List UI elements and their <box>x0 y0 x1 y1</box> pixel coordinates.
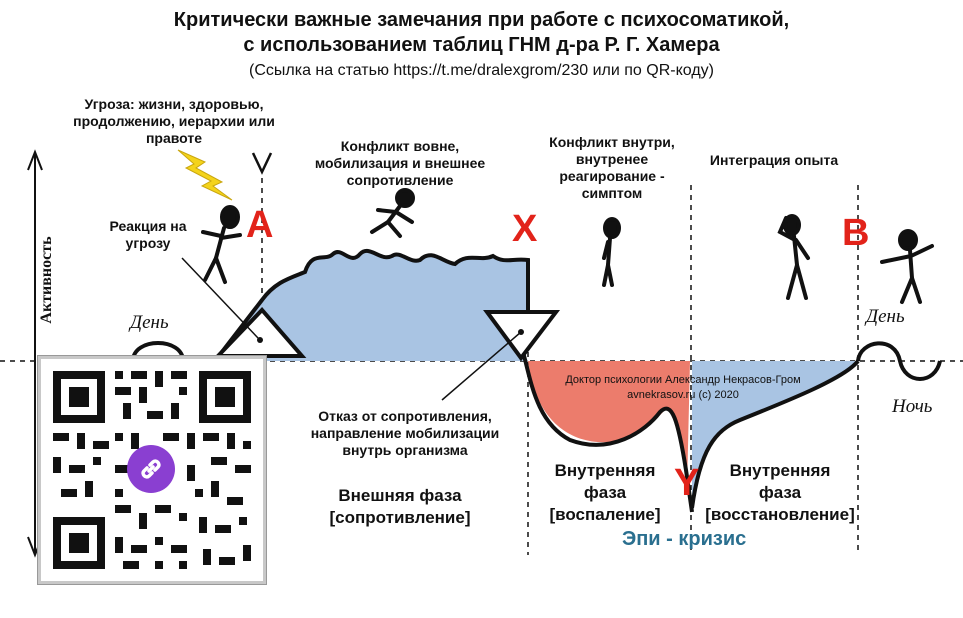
epi-crisis-label: Эпи - кризис <box>622 528 747 550</box>
qr-code[interactable] <box>38 356 266 584</box>
threat-v-mark <box>251 152 273 175</box>
credit-line-2: avnekrasov.ru (c) 2020 <box>627 389 739 401</box>
figure-bowed <box>602 217 621 287</box>
inflammation-phase-title: Внутренняя фаза <box>554 461 656 502</box>
figure-cheering <box>880 229 934 304</box>
internal-conflict-label: Конфликт внутри, внутренее реагирование … <box>549 134 675 201</box>
credit: Доктор психологии Александр Некрасов-Гро… <box>552 373 814 403</box>
title-line-1: Критически важные замечания при работе с… <box>173 9 790 31</box>
axis-arrow-top <box>27 149 43 171</box>
link-icon <box>127 445 175 493</box>
recovery-area <box>692 361 858 508</box>
day-wave-left <box>131 341 185 362</box>
day-night-wave-right <box>856 341 942 381</box>
external-phase-label: Внешняя фаза [сопротивление] <box>300 485 500 529</box>
lightning-icon <box>177 149 233 201</box>
external-phase-curve <box>213 248 530 363</box>
figure-thinking <box>777 214 810 300</box>
figure-running <box>370 188 415 238</box>
external-phase-title: Внешняя фаза <box>338 486 462 505</box>
subtitle: (Ссылка на статью https://t.me/dralexgro… <box>249 62 714 79</box>
inflammation-phase-label: Внутренняя фаза [воспаление] <box>530 460 680 526</box>
external-conflict-label: Конфликт вовне, мобилизация и внешнее со… <box>314 138 486 188</box>
link-glyph <box>141 459 161 479</box>
marker-a: A <box>246 204 274 246</box>
marker-y: Y <box>674 462 700 504</box>
qr-pattern <box>53 371 251 569</box>
threat-label: Угроза: жизни, здоровью, продолжению, ие… <box>73 96 275 146</box>
refusal-label: Отказ от сопротивления, направление моби… <box>310 408 500 458</box>
refusal-pointer <box>441 331 522 401</box>
day-label-right: День <box>866 306 905 327</box>
night-label: Ночь <box>892 396 933 417</box>
inflammation-phase-sub: [воспаление] <box>549 505 661 524</box>
inflammation-area <box>528 361 690 490</box>
reaction-label: Реакция на угрозу <box>109 218 187 251</box>
reaction-pointer <box>181 257 259 339</box>
triangle-x <box>483 310 561 362</box>
marker-x: X <box>512 208 538 250</box>
credit-line-1: Доктор психологии Александр Некрасов-Гро… <box>565 374 801 386</box>
inflammation-curve <box>518 341 694 513</box>
recovery-phase-title: Внутренняя фаза <box>729 461 831 502</box>
axis-label: Активность <box>38 236 55 324</box>
external-phase-sub: [сопротивление] <box>329 508 471 527</box>
recovery-phase-sub: [восстановление] <box>705 505 855 524</box>
title-line-2: с использованием таблиц ГНМ д-ра Р. Г. Х… <box>243 34 720 56</box>
day-label-left: День <box>130 312 169 333</box>
recovery-curve <box>690 359 860 509</box>
integration-label: Интеграция опыта <box>709 152 839 168</box>
figure-startled <box>201 205 242 284</box>
marker-b: B <box>842 212 870 254</box>
recovery-phase-label: Внутренняя фаза [восстановление] <box>694 460 866 526</box>
